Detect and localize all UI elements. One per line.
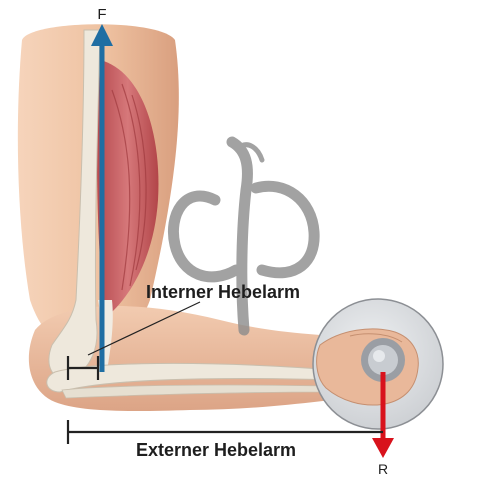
resistance-arrow <box>372 372 394 458</box>
force-label: F <box>97 6 106 23</box>
biceps-muscle <box>97 60 159 318</box>
force-arrow <box>91 24 113 372</box>
internal-lever-arm-label: Interner Hebelarm <box>146 282 300 302</box>
external-lever-arm-marker <box>66 420 383 444</box>
phi-watermark-icon <box>168 136 320 336</box>
forearm-skin <box>28 306 373 412</box>
forearm-bones <box>46 362 336 393</box>
internal-lever-arm-marker <box>66 356 100 380</box>
hand-inset <box>312 298 444 430</box>
ball-in-hand-icon <box>361 338 405 382</box>
internal-lever-arm-leader <box>87 301 201 356</box>
biceps-fibers <box>111 83 147 291</box>
external-lever-arm-label: Externer Hebelarm <box>136 440 296 460</box>
resistance-label: R <box>378 461 388 477</box>
